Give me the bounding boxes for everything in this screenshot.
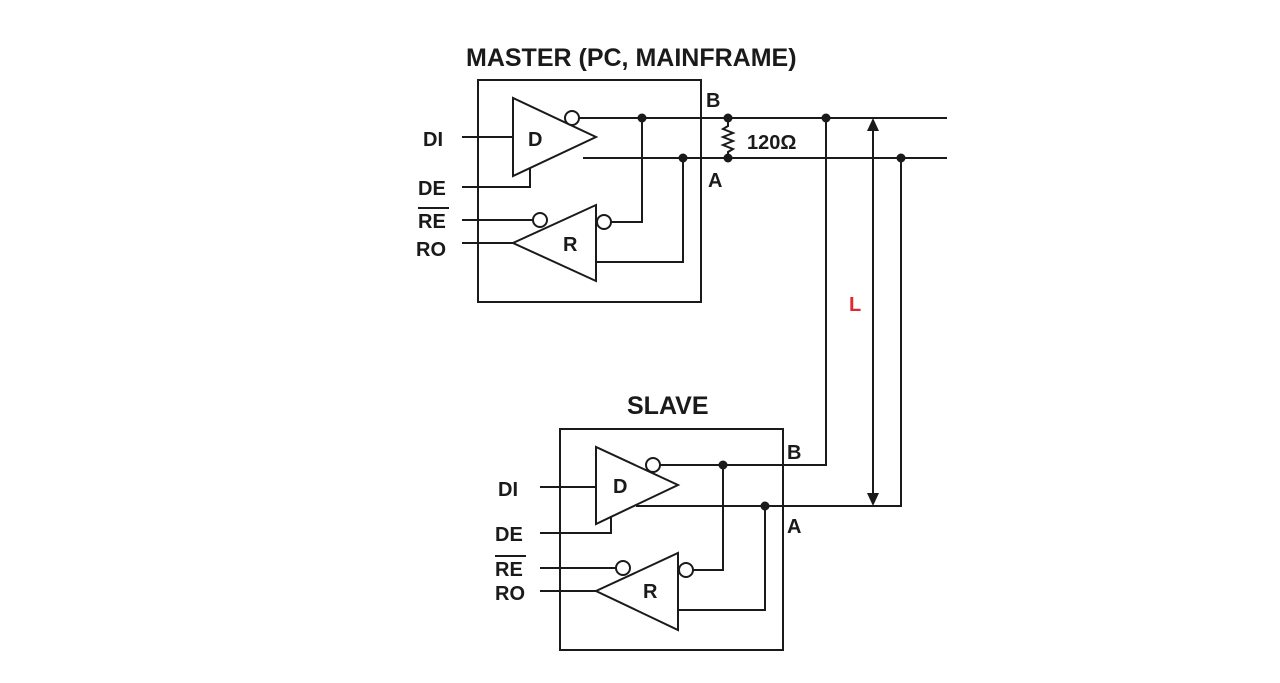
- master-driver-triangle: [512, 96, 599, 178]
- master-de-wire: [462, 168, 531, 188]
- length-arrow-up-icon: [867, 118, 879, 131]
- slave-di-label: DI: [498, 479, 518, 501]
- slave-a-junction: [760, 501, 770, 511]
- slave-ro-label: RO: [495, 583, 525, 605]
- bus-b-drop-to-slave: [780, 118, 827, 466]
- bus-lines: [728, 113, 947, 507]
- master-di-label: DI: [423, 129, 443, 151]
- slave-driver-label: D: [613, 476, 627, 498]
- slave-bus-a-label: A: [787, 516, 801, 538]
- master-receiver-input-bubble: [596, 214, 612, 230]
- length-dimension: L: [849, 118, 879, 506]
- master-receiver-triangle: [510, 203, 597, 283]
- slave-receiver-b-tap: [693, 465, 724, 571]
- slave-receiver-label: R: [643, 581, 658, 603]
- length-label: L: [849, 294, 861, 316]
- slave-re-bubble: [615, 560, 631, 576]
- slave-receiver-triangle: [593, 551, 679, 632]
- slave-de-wire: [540, 516, 612, 534]
- bus-a-drop-to-slave: [780, 158, 902, 507]
- master-bus-a-label: A: [708, 170, 722, 192]
- slave-de-label: DE: [495, 524, 523, 546]
- slave-node: SLAVE D R DI DE RE RO B A: [495, 392, 801, 651]
- resistor-zigzag-icon: [720, 118, 736, 158]
- termination-resistor: 120Ω: [720, 113, 796, 163]
- slave-title: SLAVE: [627, 392, 709, 420]
- slave-driver-output-bubble: [645, 457, 661, 473]
- master-re-bubble: [532, 212, 548, 228]
- termination-label: 120Ω: [747, 132, 796, 154]
- master-de-label: DE: [418, 178, 446, 200]
- slave-b-junction: [718, 460, 728, 470]
- master-driver-output-bubble: [564, 110, 580, 126]
- master-receiver-label: R: [563, 234, 578, 256]
- slave-driver-triangle: [595, 445, 681, 526]
- master-b-junction: [637, 113, 647, 123]
- slave-re-label: RE: [495, 559, 523, 581]
- slave-box: [559, 428, 784, 651]
- master-title: MASTER (PC, MAINFRAME): [466, 44, 797, 72]
- master-driver-label: D: [528, 129, 542, 151]
- bus-a-tap-junction: [896, 153, 906, 163]
- master-box: [477, 79, 702, 303]
- master-receiver-a-tap: [596, 158, 684, 263]
- master-node: MASTER (PC, MAINFRAME) D R DI DE RE RO B…: [416, 44, 797, 303]
- bus-b-tap-junction: [821, 113, 831, 123]
- master-a-junction: [678, 153, 688, 163]
- master-re-label: RE: [418, 211, 446, 233]
- slave-receiver-input-bubble: [678, 562, 694, 578]
- length-arrow-down-icon: [867, 493, 879, 506]
- master-bus-b-label: B: [706, 90, 720, 112]
- master-receiver-b-tap: [611, 118, 643, 223]
- master-ro-label: RO: [416, 239, 446, 261]
- slave-receiver-a-tap: [678, 506, 766, 611]
- slave-bus-b-label: B: [787, 442, 801, 464]
